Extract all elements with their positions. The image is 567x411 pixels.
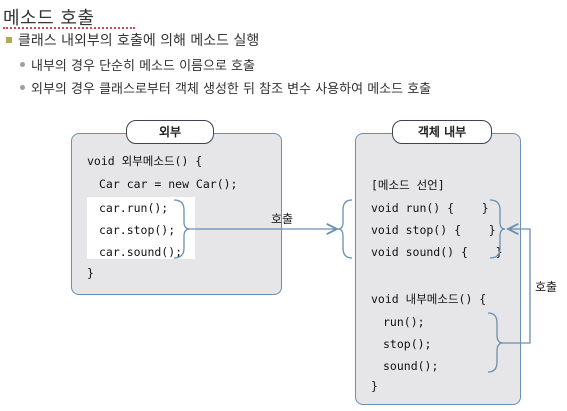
code-line: [메소드 선언] [371, 178, 445, 192]
code-line: void stop() { } [371, 223, 496, 237]
square-bullet-icon [6, 37, 12, 43]
code-line: } [371, 379, 378, 393]
code-line: stop(); [383, 337, 432, 351]
main-bullet-text: 클래스 내외부의 호출에 의해 메소드 실행 [18, 33, 260, 49]
internal-call-label: 호출 [535, 280, 558, 294]
code-line: Car car = new Car(); [99, 177, 238, 191]
code-line: void sound() { } [371, 245, 503, 259]
code-line: sound(); [383, 359, 439, 373]
page-title: 메소드 호출 [3, 8, 95, 29]
object-internal-tab: 객체 내부 [392, 120, 492, 144]
external-tab: 외부 [126, 120, 214, 144]
code-line: car.stop(); [99, 223, 176, 237]
sub-bullet-internal: 내부의 경우 단순히 메소드 이름으로 호출 [20, 55, 255, 74]
dot-bullet-icon [20, 62, 25, 67]
code-line: car.run(); [99, 201, 169, 215]
left-brace [173, 199, 191, 259]
code-line: } [87, 266, 94, 280]
call-highlight-area [87, 197, 195, 259]
code-line: void 외부메소드() { [87, 154, 203, 168]
sub-bullet-text: 외부의 경우 클래스로부터 객체 생성한 뒤 참조 변수 사용하여 메소드 호출 [31, 82, 432, 97]
internal-call-brace [487, 312, 504, 373]
sub-bullet-external: 외부의 경우 클래스로부터 객체 생성한 뒤 참조 변수 사용하여 메소드 호출 [20, 78, 431, 97]
method-body-brace [489, 199, 506, 259]
code-line: void 내부메소드() { [371, 292, 487, 306]
code-line: run(); [383, 315, 425, 329]
code-line: void run() { } [371, 201, 489, 215]
object-internal-box [355, 133, 521, 405]
spellcheck-underline [3, 27, 135, 29]
internal-call-arrow [503, 229, 531, 344]
dot-bullet-icon [20, 85, 25, 90]
external-call-label: 호출 [271, 212, 294, 226]
right-brace [337, 199, 353, 259]
main-bullet: 클래스 내외부의 호출에 의해 메소드 실행 [6, 30, 259, 50]
sub-bullet-text: 내부의 경우 단순히 메소드 이름으로 호출 [31, 59, 255, 74]
code-line: car.sound(); [99, 245, 183, 259]
